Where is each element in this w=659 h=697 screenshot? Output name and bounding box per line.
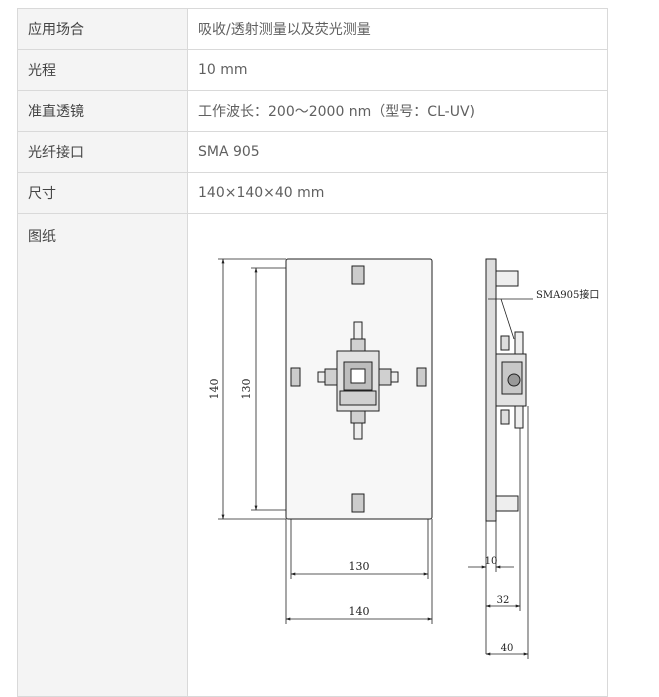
spec-row: 光程 10 mm xyxy=(17,49,608,91)
spec-value: 140×140×40 mm xyxy=(187,172,608,214)
dim-130-horizontal: 130 xyxy=(349,560,370,573)
drawing-label: 图纸 xyxy=(17,213,188,697)
dim-32: 32 xyxy=(497,595,510,606)
spec-row: 应用场合 吸收/透射测量以及荧光测量 xyxy=(17,8,608,50)
spec-value: SMA 905 xyxy=(187,131,608,173)
spec-row: 光纤接口 SMA 905 xyxy=(17,131,608,173)
spec-key: 准直透镜 xyxy=(17,90,188,132)
drawing-cell: 140 130 130 140 10 32 40 SMA905接口 xyxy=(187,213,608,697)
spec-key: 应用场合 xyxy=(17,8,188,50)
spec-value: 10 mm xyxy=(187,49,608,91)
spec-table: 应用场合 吸收/透射测量以及荧光测量 光程 10 mm 准直透镜 工作波长：20… xyxy=(17,8,608,697)
slot xyxy=(416,367,427,387)
spec-key: 光程 xyxy=(17,49,188,91)
spec-row: 准直透镜 工作波长：200～2000 nm（型号：CL-UV) xyxy=(17,90,608,132)
drawing-row: 图纸 xyxy=(17,213,608,697)
spec-key: 光纤接口 xyxy=(17,131,188,173)
dim-140-vertical: 140 xyxy=(208,379,221,400)
slot xyxy=(290,367,301,387)
spec-row: 尺寸 140×140×40 mm xyxy=(17,172,608,214)
side-plate xyxy=(485,258,497,522)
spec-value: 工作波长：200～2000 nm（型号：CL-UV) xyxy=(187,90,608,132)
dim-130-vertical: 130 xyxy=(240,379,253,400)
technical-drawing: 140 130 130 140 10 32 40 SMA905接口 xyxy=(208,258,599,659)
dim-140-horizontal: 140 xyxy=(349,605,370,618)
dim-40: 40 xyxy=(501,643,514,654)
spec-value: 吸收/透射测量以及荧光测量 xyxy=(187,8,608,50)
slot xyxy=(351,265,365,285)
sma905-callout: SMA905接口 xyxy=(536,288,599,301)
slot xyxy=(351,493,365,513)
dim-10: 10 xyxy=(485,556,498,567)
spec-key: 尺寸 xyxy=(17,172,188,214)
